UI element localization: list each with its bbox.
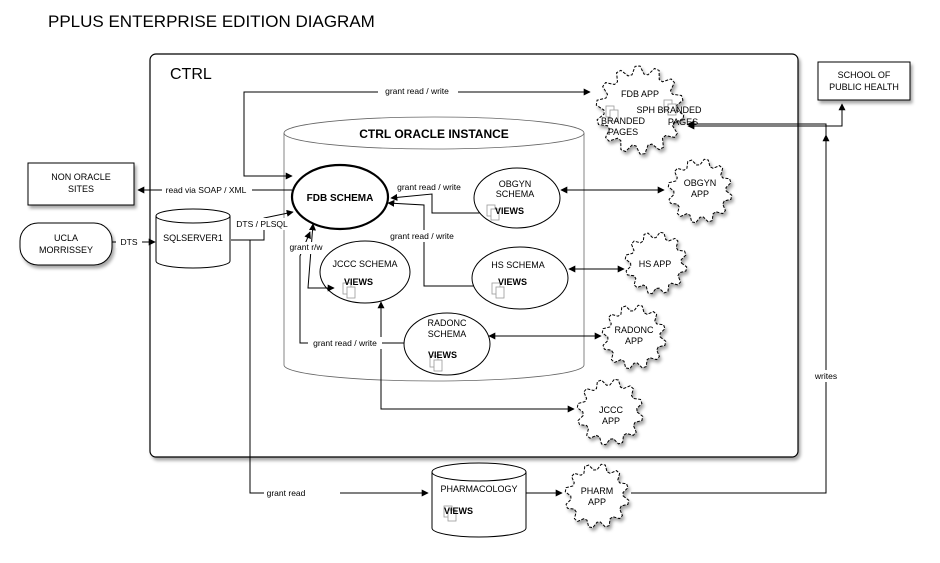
views-icon-obgyn: [486, 204, 500, 221]
ctrl-label: CTRL: [170, 66, 212, 83]
jccc-app-label-2: APP: [602, 416, 620, 426]
sqlserver1-label: SQLSERVER1: [163, 233, 223, 243]
jccc-app-gear-face: [585, 387, 635, 437]
label-writes: writes: [814, 371, 837, 381]
school-of-public-health-label-2: PUBLIC HEALTH: [829, 82, 899, 92]
label-grant-rw-top: grant read / write: [385, 86, 449, 96]
obgyn-app-label-1: OBGYN: [684, 178, 717, 188]
ucla-morrissey-label-2: MORRISSEY: [39, 245, 93, 255]
school-of-public-health-label-1: SCHOOL OF: [838, 70, 891, 80]
ucla-morrissey-box[interactable]: [19, 222, 113, 266]
non-oracle-sites-label-1: NON ORACLE: [51, 172, 111, 182]
edge-hs-to-fdb: [387, 199, 474, 287]
pharm-app-label-2: APP: [588, 497, 606, 507]
branded-pages-label-1: BRANDED: [601, 116, 646, 126]
obgyn-schema-label-1: OBGYN: [499, 179, 532, 189]
jccc-app-label-1: JCCC: [599, 405, 623, 415]
branded-pages-label-2: PAGES: [608, 127, 638, 137]
fdb-app-label: FDB APP: [621, 89, 659, 99]
label-grant-rw-radonc: grant read / write: [313, 338, 377, 348]
jccc-views-label: VIEWS: [344, 277, 373, 287]
sph-branded-pages-icon: [663, 99, 677, 116]
pharmacology-label: PHARMACOLOGY: [440, 484, 517, 494]
radonc-app-gear-face: [610, 313, 658, 361]
edge-obgyn-to-fdb: [390, 193, 480, 214]
radonc-schema-label-2: SCHEMA: [428, 329, 467, 339]
views-icon-jccc: [342, 282, 356, 299]
pharm-app-label-1: PHARM: [581, 486, 614, 496]
edges: [112, 88, 846, 497]
obgyn-schema-label-2: SCHEMA: [496, 189, 535, 199]
obgyn-app-label-2: APP: [691, 189, 709, 199]
sph-branded-pages-label-1: SPH BRANDED: [636, 105, 702, 115]
jccc-schema[interactable]: [319, 240, 411, 304]
hs-views-label: VIEWS: [498, 277, 527, 287]
pharmacology-views-label: VIEWS: [444, 506, 473, 516]
sqlserver1-cylinder[interactable]: [155, 208, 231, 269]
views-icon-hs: [491, 282, 505, 299]
label-grant-rw-obgyn: grant read / write: [397, 182, 461, 192]
radonc-views-label: VIEWS: [428, 350, 457, 360]
radonc-app-label-1: RADONC: [614, 325, 654, 335]
label-grant-r-w: grant r/w: [289, 242, 323, 252]
obgyn-app-gear-face: [676, 167, 724, 215]
ucla-morrissey-label-1: UCLA: [54, 233, 78, 243]
label-read-via-soap: read via SOAP / XML: [166, 185, 247, 195]
radonc-app-label-2: APP: [625, 336, 643, 346]
edge-labels: grant read / write read via SOAP / XML D…: [116, 85, 841, 499]
obgyn-views-label: VIEWS: [495, 206, 524, 216]
label-grant-read: grant read: [267, 488, 306, 498]
hs-app-gear-face: [633, 240, 679, 286]
oracle-instance-label: CTRL ORACLE INSTANCE: [359, 127, 509, 141]
radonc-schema-label-1: RADONC: [427, 318, 467, 328]
edge-sph-pages-to-school: [687, 103, 846, 130]
hs-schema-label: HS SCHEMA: [491, 260, 545, 270]
views-icon-pharmacology: [443, 505, 457, 522]
pharm-app-gear-face: [573, 472, 621, 520]
page-title: PPLUS ENTERPRISE EDITION DIAGRAM: [48, 12, 375, 31]
sph-branded-pages-label-2: PAGES: [668, 117, 698, 127]
hs-app-label: HS APP: [639, 259, 672, 269]
label-grant-rw-hs: grant read / write: [390, 231, 454, 241]
pharmacology-cylinder[interactable]: [431, 462, 527, 538]
fdb-schema-label: FDB SCHEMA: [307, 193, 374, 204]
fdb-app-gear-face: [606, 76, 674, 144]
school-of-public-health-box[interactable]: [817, 61, 911, 101]
jccc-schema-label: JCCC SCHEMA: [332, 259, 397, 269]
non-oracle-sites-box[interactable]: [27, 162, 135, 206]
edge-grant-read-pharmacology: [249, 240, 429, 497]
edge-pharm-app-writes: [631, 134, 830, 494]
label-dts-plsql: DTS / PLSQL: [236, 219, 288, 229]
label-dts: DTS: [121, 237, 138, 247]
branded-pages-icon: [605, 105, 619, 122]
non-oracle-sites-label-2: SITES: [68, 184, 94, 194]
